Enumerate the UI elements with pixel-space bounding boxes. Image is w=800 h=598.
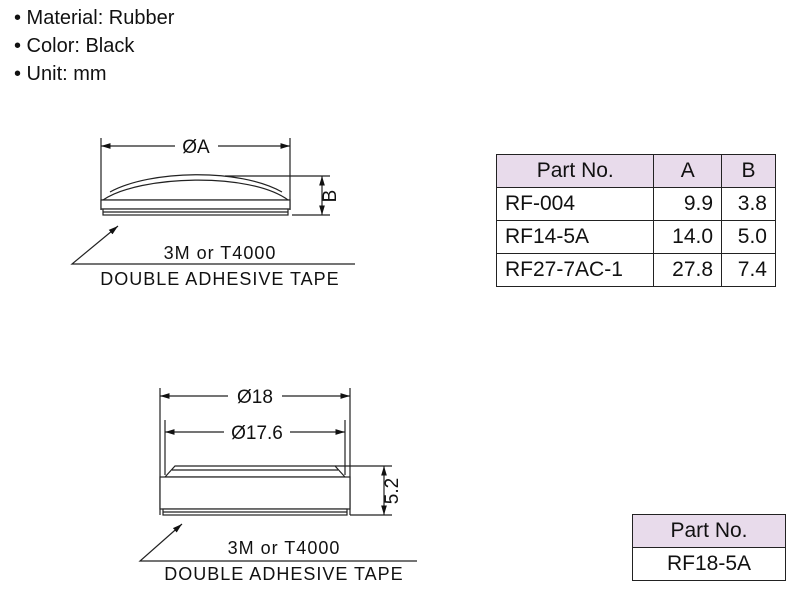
tape-label-line1: 3M or T4000 [164, 243, 277, 263]
b-cell: 3.8 [721, 187, 776, 221]
dim-diameter-a: ØA [182, 137, 210, 158]
header-part-no: Part No. [632, 514, 786, 548]
dim-height-b: B [320, 190, 341, 203]
b-cell: 7.4 [721, 253, 776, 287]
dim-height-5-2: 5.2 [382, 478, 403, 504]
tape-label-line1: 3M or T4000 [228, 538, 341, 558]
bumper-dome-drawing [70, 138, 355, 265]
table-row: RF18-5A [632, 547, 786, 581]
dim-outer-diameter: Ø18 [237, 387, 273, 408]
tape-label-line2: DOUBLE ADHESIVE TAPE [100, 269, 339, 289]
table-row: RF14-5A 14.0 5.0 [495, 220, 776, 254]
part-number-table: Part No. RF18-5A [632, 514, 786, 581]
table-header-row: Part No. [632, 514, 786, 548]
table-row: RF-004 9.9 3.8 [495, 187, 776, 221]
a-cell: 14.0 [653, 220, 723, 254]
part-no-cell: RF18-5A [632, 547, 786, 581]
header-b: B [721, 154, 776, 188]
part-no-cell: RF-004 [495, 187, 655, 221]
a-cell: 9.9 [653, 187, 723, 221]
a-cell: 27.8 [653, 253, 723, 287]
part-no-cell: RF27-7AC-1 [495, 253, 655, 287]
part-dimension-table: Part No. A B RF-004 9.9 3.8 RF14-5A 14.0… [495, 154, 776, 287]
spec-color: • Color: Black [14, 35, 135, 57]
b-cell: 5.0 [721, 220, 776, 254]
header-part-no: Part No. [495, 154, 655, 188]
spec-material: • Material: Rubber [14, 7, 175, 29]
table-header-row: Part No. A B [495, 154, 776, 188]
tape-label-line2: DOUBLE ADHESIVE TAPE [164, 564, 403, 584]
bumper-flat-drawing [138, 388, 417, 562]
spec-unit: • Unit: mm [14, 63, 107, 85]
table-row: RF27-7AC-1 27.8 7.4 [495, 253, 776, 287]
header-a: A [653, 154, 723, 188]
part-no-cell: RF14-5A [495, 220, 655, 254]
dim-inner-diameter: Ø17.6 [231, 423, 283, 444]
